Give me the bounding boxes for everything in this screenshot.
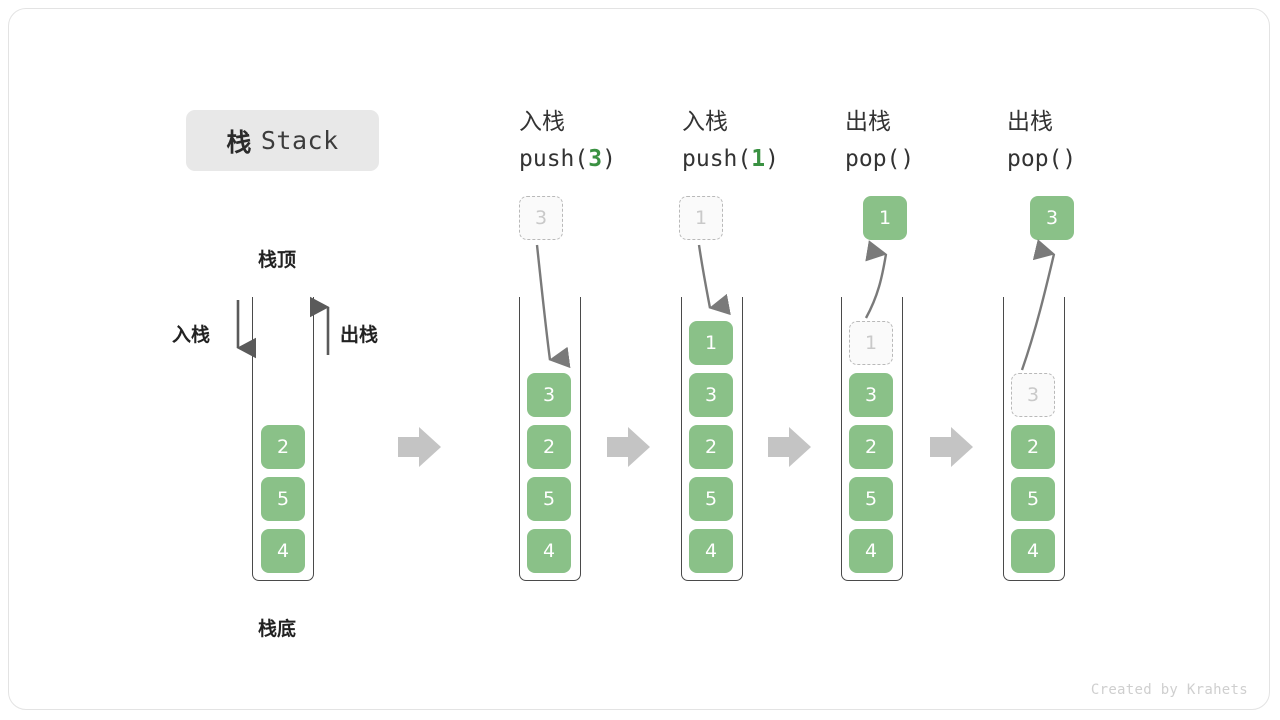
stack-cell: 2 (849, 425, 893, 469)
code-prefix: push( (519, 146, 589, 172)
column-header-code: pop() (1007, 143, 1177, 175)
stack-cell: 2 (1011, 425, 1055, 469)
label-stack-top: 栈顶 (258, 249, 297, 271)
stack-cell: 4 (261, 529, 305, 573)
footer-credit: Created by Krahets (1090, 682, 1248, 698)
code-suffix: ) (900, 146, 915, 172)
stack-cell-ghost: 3 (1011, 373, 1055, 417)
label-pop-side: 出栈 (340, 324, 379, 346)
stack-cell: 5 (849, 477, 893, 521)
column-header-cn: 入栈 (519, 109, 565, 135)
stack-cell-ghost: 1 (849, 321, 893, 365)
stack-cell: 5 (261, 477, 305, 521)
stack-cell: 4 (689, 529, 733, 573)
stack-cell: 2 (527, 425, 571, 469)
column-header-code: push(3) (519, 143, 689, 175)
stack-container-pop-1 (841, 297, 903, 581)
column-header-code: push(1) (682, 143, 852, 175)
stack-container-initial (252, 297, 314, 581)
code-suffix: ) (602, 146, 616, 172)
code-prefix: pop( (1007, 146, 1063, 172)
stack-cell: 3 (527, 373, 571, 417)
incoming-cell-push-3: 3 (519, 196, 563, 240)
label-stack-bottom: 栈底 (258, 618, 297, 640)
stack-container-pop-2 (1003, 297, 1065, 581)
column-header-pop-1: 出栈 pop() (845, 107, 1015, 175)
stack-cell: 4 (849, 529, 893, 573)
stack-cell: 1 (689, 321, 733, 365)
stack-cell: 3 (689, 373, 733, 417)
code-arg: 1 (751, 146, 766, 172)
column-header-code: pop() (845, 143, 1015, 175)
stack-container-push-1 (681, 297, 743, 581)
column-header-cn: 出栈 (1007, 109, 1053, 135)
stack-cell: 3 (849, 373, 893, 417)
column-header-cn: 入栈 (682, 109, 728, 135)
stack-cell: 5 (689, 477, 733, 521)
stack-cell: 4 (1011, 529, 1055, 573)
page-title-badge: 栈 Stack (186, 110, 379, 171)
stack-cell: 2 (689, 425, 733, 469)
code-suffix: ) (1062, 146, 1077, 172)
result-cell-pop-1: 1 (863, 196, 907, 240)
page-title-en: Stack (260, 126, 339, 155)
stack-cell: 4 (527, 529, 571, 573)
column-header-pop-2: 出栈 pop() (1007, 107, 1177, 175)
column-header-push-1: 入栈 push(1) (682, 107, 852, 175)
stack-cell: 5 (1011, 477, 1055, 521)
code-suffix: ) (765, 146, 779, 172)
stack-container-push-3 (519, 297, 581, 581)
code-arg: 3 (588, 146, 603, 172)
column-header-cn: 出栈 (845, 109, 891, 135)
label-push-side: 入栈 (172, 324, 211, 346)
code-prefix: push( (682, 146, 752, 172)
incoming-cell-push-1: 1 (679, 196, 723, 240)
code-prefix: pop( (845, 146, 901, 172)
stack-cell: 2 (261, 425, 305, 469)
result-cell-pop-2: 3 (1030, 196, 1074, 240)
column-header-push-3: 入栈 push(3) (519, 107, 689, 175)
stack-cell: 5 (527, 477, 571, 521)
page-title-cn: 栈 (226, 127, 252, 157)
